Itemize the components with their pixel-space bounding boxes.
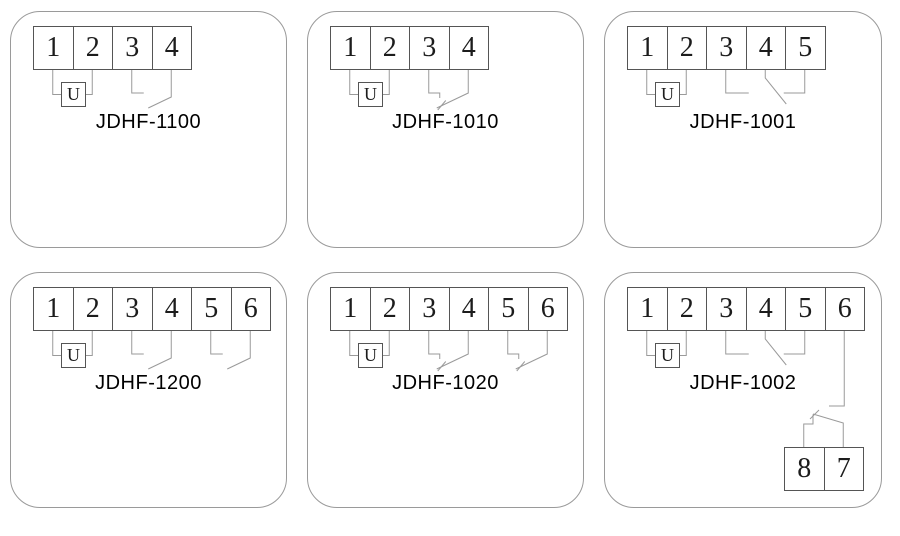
coil-box: U <box>61 343 86 368</box>
terminal-5: 5 <box>192 287 232 331</box>
terminal-strip: 1 2 3 4 <box>330 26 489 70</box>
terminal-strip: 1 2 3 4 5 6 <box>627 287 865 331</box>
terminal-2: 2 <box>667 26 707 70</box>
terminal-3: 3 <box>410 287 450 331</box>
panel-jdhf-1010: 1 2 3 4 U JDHF-1010 <box>307 11 584 248</box>
terminal-4: 4 <box>746 287 786 331</box>
terminal-5: 5 <box>489 287 529 331</box>
coil-box: U <box>61 82 86 107</box>
terminal-3: 3 <box>707 287 747 331</box>
terminal-4: 4 <box>152 26 192 70</box>
terminal-strip: 1 2 3 4 5 <box>627 26 826 70</box>
terminal-2: 2 <box>370 26 410 70</box>
model-label: JDHF-1010 <box>392 111 499 133</box>
terminal-2: 2 <box>73 26 113 70</box>
terminal-4: 4 <box>746 26 786 70</box>
terminal-strip: 1 2 3 4 5 6 <box>33 287 271 331</box>
terminal-1: 1 <box>34 26 74 70</box>
panel-jdhf-1020: 1 2 3 4 5 6 U JDHF-1020 <box>307 272 584 508</box>
terminal-1: 1 <box>628 26 668 70</box>
model-label: JDHF-1020 <box>392 372 499 394</box>
coil-box: U <box>655 343 680 368</box>
terminal-strip: 1 2 3 4 5 6 <box>330 287 568 331</box>
terminal-7: 7 <box>824 447 864 491</box>
terminal-2: 2 <box>73 287 113 331</box>
terminal-5: 5 <box>786 26 826 70</box>
model-label: JDHF-1002 <box>689 372 797 394</box>
wiring-lines <box>52 70 172 109</box>
terminal-1: 1 <box>628 287 668 331</box>
wiring-lines <box>349 331 548 372</box>
wiring-lines <box>52 331 251 370</box>
terminal-3: 3 <box>113 26 153 70</box>
wiring-lines <box>646 70 806 105</box>
terminal-6: 6 <box>825 287 865 331</box>
coil-label: U <box>364 345 377 365</box>
terminal-6: 6 <box>231 287 271 331</box>
coil-label: U <box>67 84 80 104</box>
terminal-4: 4 <box>449 26 489 70</box>
terminal-3: 3 <box>113 287 153 331</box>
wiring-lines <box>646 331 845 447</box>
wiring-lines <box>349 70 469 111</box>
coil-box: U <box>358 343 383 368</box>
terminal-4: 4 <box>449 287 489 331</box>
terminal-2: 2 <box>667 287 707 331</box>
coil-box: U <box>358 82 383 107</box>
terminal-5: 5 <box>786 287 826 331</box>
coil-box: U <box>655 82 680 107</box>
terminal-3: 3 <box>707 26 747 70</box>
terminal-6: 6 <box>528 287 568 331</box>
coil-label: U <box>661 84 674 104</box>
coil-label: U <box>364 84 377 104</box>
terminal-8: 8 <box>785 447 825 491</box>
terminal-4: 4 <box>152 287 192 331</box>
terminal-strip: 1 2 3 4 <box>33 26 192 70</box>
terminal-2: 2 <box>370 287 410 331</box>
terminal-1: 1 <box>331 26 371 70</box>
panel-jdhf-1100: 1 2 3 4 U JDHF-1100 <box>10 11 287 248</box>
panel-jdhf-1200: 1 2 3 4 5 6 U JDHF-1200 <box>10 272 287 508</box>
terminal-1: 1 <box>34 287 74 331</box>
coil-label: U <box>67 345 80 365</box>
panel-jdhf-1001: 1 2 3 4 5 U JDHF-1001 <box>604 11 882 248</box>
model-label: JDHF-1100 <box>95 111 202 133</box>
terminal-3: 3 <box>410 26 450 70</box>
model-label: JDHF-1200 <box>95 372 202 394</box>
panel-jdhf-1002: 1 2 3 4 5 6 8 7 U JDHF-1002 <box>604 272 882 508</box>
coil-label: U <box>661 345 674 365</box>
terminal-1: 1 <box>331 287 371 331</box>
model-label: JDHF-1001 <box>689 111 797 133</box>
terminal-strip-lower: 8 7 <box>784 447 864 491</box>
